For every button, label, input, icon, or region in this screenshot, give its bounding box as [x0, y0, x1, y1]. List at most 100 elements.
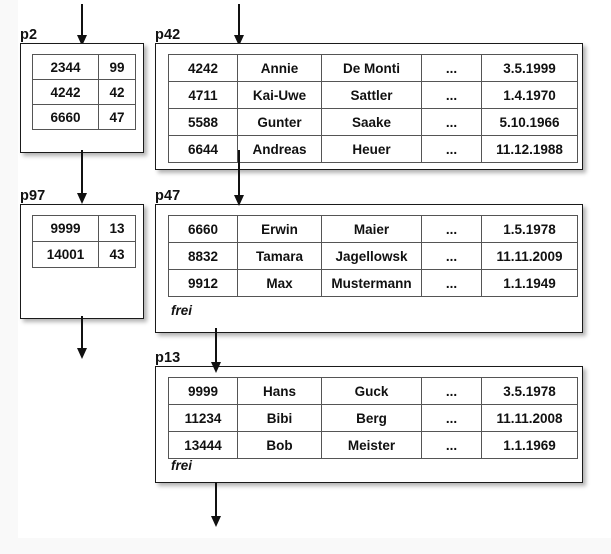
table-row[interactable]: 6644 Andreas Heuer ... 11.12.1988 — [168, 135, 578, 163]
arrow-head — [234, 35, 244, 46]
arrow-head — [234, 195, 244, 206]
cell-lastname: Jagellowsk — [321, 242, 422, 270]
table-row[interactable]: 6660 47 — [32, 104, 136, 130]
cell-id: 9999 — [168, 377, 238, 405]
cell-firstname: Bibi — [237, 404, 322, 432]
data-page-p13[interactable]: 9999 Hans Guck ... 3.5.1978 11234 Bibi B… — [155, 366, 583, 483]
table-row[interactable]: 4711 Kai-Uwe Sattler ... 1.4.1970 — [168, 81, 578, 109]
page-table-p97: 9999 13 14001 43 — [32, 215, 136, 268]
table-row[interactable]: 8832 Tamara Jagellowsk ... 11.11.2009 — [168, 242, 578, 270]
index-page-p2[interactable]: 2344 99 4242 42 6660 47 — [20, 43, 144, 153]
page-label-p97: p97 — [20, 188, 46, 204]
cell-id: 4711 — [168, 81, 238, 109]
page-label-p47: p47 — [155, 188, 181, 204]
arrow-p42-to-p47 — [234, 150, 244, 212]
cell-lastname: De Monti — [321, 54, 422, 82]
cell-key: 9999 — [32, 215, 99, 242]
arrow-head — [77, 348, 87, 359]
cell-id: 6660 — [168, 215, 238, 243]
page-table-p13: 9999 Hans Guck ... 3.5.1978 11234 Bibi B… — [168, 377, 578, 459]
page-table-p2: 2344 99 4242 42 6660 47 — [32, 54, 136, 130]
cell-date: 1.5.1978 — [481, 215, 578, 243]
cell-date: 5.10.1966 — [481, 108, 578, 136]
cell-firstname: Erwin — [237, 215, 322, 243]
cell-firstname: Gunter — [237, 108, 322, 136]
arrow-head — [77, 35, 87, 46]
index-page-p97[interactable]: 9999 13 14001 43 — [20, 204, 144, 319]
cell-firstname: Kai-Uwe — [237, 81, 322, 109]
table-row[interactable]: 9999 13 — [32, 215, 136, 242]
table-row[interactable]: 4242 42 — [32, 79, 136, 105]
cell-lastname: Berg — [321, 404, 422, 432]
cell-lastname: Heuer — [321, 135, 422, 163]
arrow-shaft — [215, 482, 217, 522]
data-page-p47[interactable]: 6660 Erwin Maier ... 1.5.1978 8832 Tamar… — [155, 204, 583, 333]
arrow-into-p42 — [234, 4, 244, 46]
cell-id: 9912 — [168, 269, 238, 297]
cell-lastname: Sattler — [321, 81, 422, 109]
table-row[interactable]: 5588 Gunter Saake ... 5.10.1966 — [168, 108, 578, 136]
table-row[interactable]: 4242 Annie De Monti ... 3.5.1999 — [168, 54, 578, 82]
cell-more: ... — [421, 404, 482, 432]
cell-more: ... — [421, 108, 482, 136]
cell-id: 5588 — [168, 108, 238, 136]
page-label-p2: p2 — [20, 27, 38, 43]
cell-pointer: 13 — [98, 215, 136, 242]
cell-lastname: Guck — [321, 377, 422, 405]
cell-more: ... — [421, 269, 482, 297]
cell-firstname: Andreas — [237, 135, 322, 163]
cell-more: ... — [421, 215, 482, 243]
cell-more: ... — [421, 242, 482, 270]
table-row[interactable]: 9999 Hans Guck ... 3.5.1978 — [168, 377, 578, 405]
arrow-into-p2 — [77, 4, 87, 46]
cell-date: 1.1.1949 — [481, 269, 578, 297]
cell-key: 2344 — [32, 54, 99, 80]
cell-id: 13444 — [168, 431, 238, 459]
page-table-p42: 4242 Annie De Monti ... 3.5.1999 4711 Ka… — [168, 54, 578, 163]
cell-lastname: Saake — [321, 108, 422, 136]
cell-id: 6644 — [168, 135, 238, 163]
arrow-shaft — [215, 328, 217, 368]
page-label-p42: p42 — [155, 27, 181, 43]
cell-id: 11234 — [168, 404, 238, 432]
cell-key: 4242 — [32, 79, 99, 105]
arrow-head — [211, 362, 221, 373]
cell-key: 14001 — [32, 241, 99, 268]
cell-lastname: Meister — [321, 431, 422, 459]
cell-date: 11.11.2009 — [481, 242, 578, 270]
page-label-p13: p13 — [155, 350, 181, 366]
cell-firstname: Annie — [237, 54, 322, 82]
free-space-label-p47: frei — [171, 303, 193, 318]
arrow-p97-out — [77, 316, 87, 364]
cell-date: 11.12.1988 — [481, 135, 578, 163]
arrow-shaft — [238, 4, 240, 37]
arrow-shaft — [81, 4, 83, 37]
data-page-p42[interactable]: 4242 Annie De Monti ... 3.5.1999 4711 Ka… — [155, 43, 583, 170]
free-space-label-p13: frei — [171, 458, 193, 473]
table-row[interactable]: 11234 Bibi Berg ... 11.11.2008 — [168, 404, 578, 432]
cell-more: ... — [421, 135, 482, 163]
cell-lastname: Mustermann — [321, 269, 422, 297]
cell-pointer: 42 — [98, 79, 136, 105]
cell-key: 6660 — [32, 104, 99, 130]
cell-pointer: 43 — [98, 241, 136, 268]
cell-more: ... — [421, 81, 482, 109]
table-row[interactable]: 2344 99 — [32, 54, 136, 80]
cell-firstname: Max — [237, 269, 322, 297]
arrow-p13-out — [211, 482, 221, 532]
cell-date: 1.1.1969 — [481, 431, 578, 459]
cell-date: 3.5.1999 — [481, 54, 578, 82]
cell-firstname: Tamara — [237, 242, 322, 270]
cell-firstname: Bob — [237, 431, 322, 459]
cell-more: ... — [421, 431, 482, 459]
cell-more: ... — [421, 54, 482, 82]
table-row[interactable]: 6660 Erwin Maier ... 1.5.1978 — [168, 215, 578, 243]
table-row[interactable]: 14001 43 — [32, 241, 136, 268]
arrow-shaft — [81, 150, 83, 199]
table-row[interactable]: 9912 Max Mustermann ... 1.1.1949 — [168, 269, 578, 297]
cell-id: 4242 — [168, 54, 238, 82]
table-row[interactable]: 13444 Bob Meister ... 1.1.1969 — [168, 431, 578, 459]
cell-id: 8832 — [168, 242, 238, 270]
arrow-shaft — [81, 316, 83, 353]
